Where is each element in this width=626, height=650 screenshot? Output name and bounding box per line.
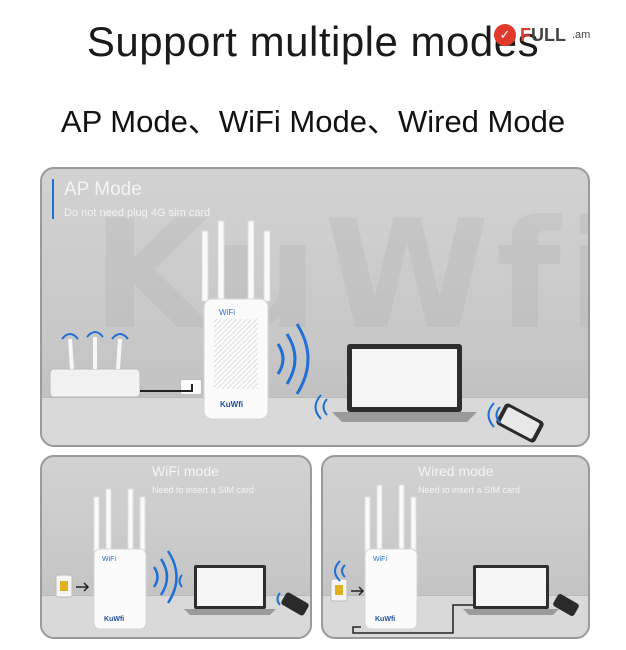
extender-badge: WiFi: [102, 556, 116, 563]
desk-shelf: [42, 595, 310, 637]
page-title: Support multiple modes: [86, 18, 540, 65]
ap-mode-description: Do not need plug 4G sim card: [64, 207, 211, 219]
ap-mode-panel: KuWfi AP Mode Do not need plug 4G sim ca…: [40, 167, 590, 447]
kuwfi-extender: WiFi KuWfi: [93, 488, 147, 630]
accent-bar: [52, 179, 54, 219]
site-logo-icon: ✓: [494, 24, 516, 46]
ethernet-cable: [352, 604, 473, 634]
page-subtitle: AP Mode、WiFi Mode、Wired Mode: [60, 104, 566, 139]
site-logo-tld: .am: [572, 29, 591, 41]
ap-mode-title: AP Mode: [64, 179, 142, 200]
wifi-mode-title: WiFi mode: [152, 463, 219, 479]
wired-mode-description: Need to insert a SIM card: [418, 485, 521, 495]
wifi-signal-icon: [334, 560, 346, 582]
smartphone: [487, 402, 544, 443]
smartphone: [553, 594, 579, 616]
sim-card-icon: [330, 578, 365, 602]
wired-mode-panel: Wired mode Need to insert a SIM card WiF…: [321, 455, 590, 639]
wired-router: [49, 331, 141, 398]
smartphone: [276, 592, 309, 616]
extender-badge: WiFi: [219, 308, 235, 317]
wifi-mode-illustration: WiFi KuWfi: [55, 488, 309, 630]
extender-brand: KuWfi: [375, 616, 395, 623]
laptop: [314, 344, 477, 422]
wifi-mode-description: Need to insert a SIM card: [152, 485, 255, 495]
wifi-signal-icon: [152, 550, 178, 604]
kuwfi-extender: WiFi KuWfi: [201, 220, 271, 420]
wifi-mode-panel: WiFi mode Need to insert a SIM card WiFi…: [40, 455, 312, 639]
wired-mode-illustration: WiFi KuWfi: [330, 484, 579, 634]
extender-brand: KuWfi: [220, 400, 243, 409]
laptop: [463, 565, 559, 615]
laptop: [178, 565, 276, 615]
ethernet-cable: [140, 384, 193, 392]
extender-badge: WiFi: [373, 556, 387, 563]
sim-card-icon: [55, 574, 90, 598]
wired-mode-title: Wired mode: [418, 463, 494, 479]
site-logo-word: FULL: [520, 24, 566, 45]
kuwfi-extender: WiFi KuWfi: [364, 484, 418, 630]
wifi-signal-icon: [276, 323, 310, 395]
ap-mode-illustration: WiFi KuWfi: [49, 220, 544, 443]
extender-brand: KuWfi: [104, 616, 124, 623]
site-logo: ✓ FULL .am: [494, 24, 590, 46]
brand-watermark: KuWfi: [92, 189, 588, 363]
